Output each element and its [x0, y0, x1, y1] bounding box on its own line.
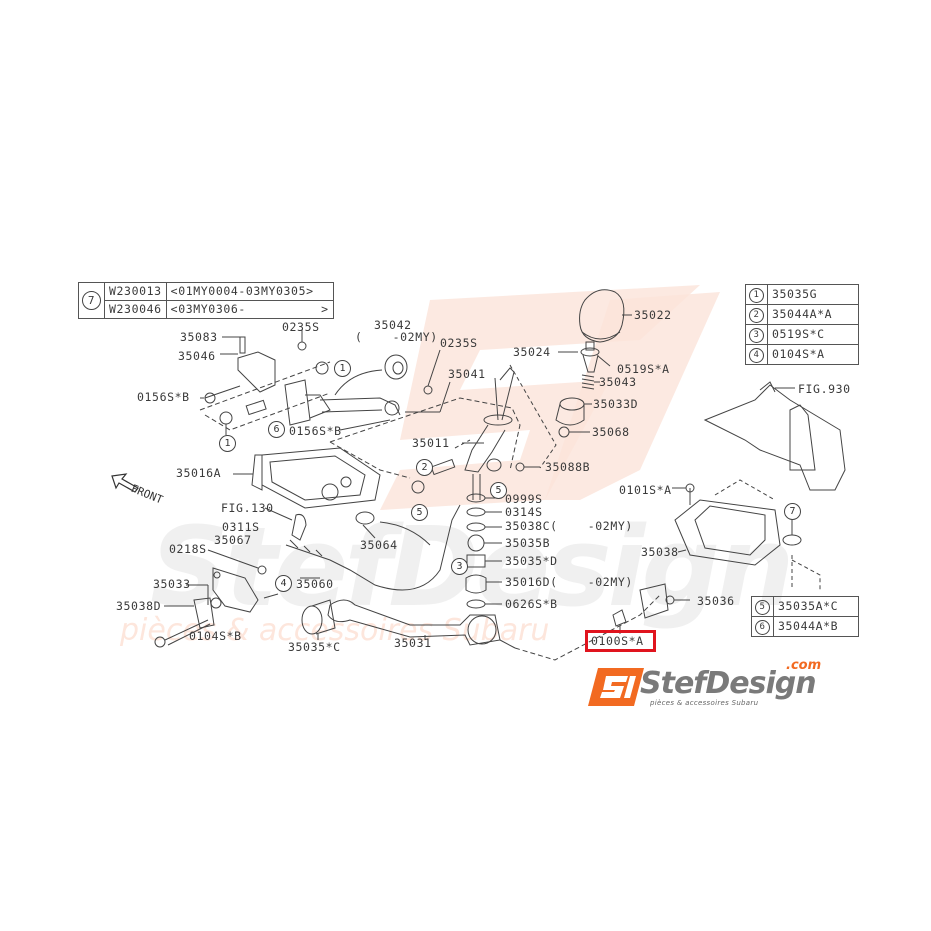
legend-part: 35044A*A	[767, 304, 859, 325]
callout-1: 1	[219, 435, 236, 452]
part-label-35068: 35068	[592, 425, 630, 439]
part-label-0626SB: 0626S*B	[505, 597, 558, 611]
legend-part: 0519S*C	[767, 324, 859, 345]
callout-marker: 2	[749, 308, 764, 323]
callout-marker: 4	[749, 348, 764, 363]
callout-marker: 7	[82, 291, 101, 310]
part-label-35067: 35067	[214, 533, 252, 547]
callout-6: 6	[268, 421, 285, 438]
part-label-35043: 35043	[599, 375, 637, 389]
callout-5: 5	[490, 482, 507, 499]
callout-7: 7	[784, 503, 801, 520]
part-label-0100SA: 0100S*A	[591, 634, 644, 648]
logo-wordmark: StefDesign	[640, 666, 817, 701]
part-label-35064: 35064	[360, 538, 398, 552]
callout-7-cell: 7	[78, 282, 105, 319]
part-label-0519SA: 0519S*A	[617, 362, 670, 376]
part-label-35038C: 35038C( -02MY)	[505, 519, 633, 533]
part-label-35038: 35038	[641, 545, 679, 559]
part-label-0156SB: 0156S*B	[137, 390, 190, 404]
sd-logo-mark-icon	[588, 668, 644, 706]
part-label-0104SB: 0104S*B	[189, 629, 242, 643]
callout-marker: 3	[749, 328, 764, 343]
part-label-35033D: 35033D	[593, 397, 639, 411]
part-label-35024: 35024	[513, 345, 551, 359]
callout-3: 3	[451, 558, 468, 575]
part-label-35022: 35022	[634, 308, 672, 322]
legend-grommet-variants: 7 W230013 <01MY0004-03MY0305> W230046 <0…	[78, 282, 334, 319]
callout-4: 4	[275, 575, 292, 592]
logo-tagline: pièces & accessoires Subaru	[650, 699, 759, 707]
part-label-0235S: 0235S	[282, 320, 320, 334]
part-label-35031: 35031	[394, 636, 432, 650]
callout-2: 2	[416, 459, 433, 476]
part-label-35060: 35060	[296, 577, 334, 591]
part-label-0101SA: 0101S*A	[619, 483, 672, 497]
part-label-FIG930: FIG.930	[798, 382, 851, 396]
part-label-35016D: 35016D( -02MY)	[505, 575, 633, 589]
callout-1: 1	[334, 360, 351, 377]
part-label-35036: 35036	[697, 594, 735, 608]
part-label-35035D: 35035*D	[505, 554, 558, 568]
part-label-35038D: 35038D	[116, 599, 162, 613]
callout-5: 5	[411, 504, 428, 521]
part-label-35042-note: ( -02MY)	[355, 330, 438, 344]
svg-text:pièces & accessoires Subaru: pièces & accessoires Subaru	[119, 613, 549, 648]
part-label-0156SB-b: 0156S*B	[289, 424, 342, 438]
legend-part: 35044A*B	[773, 616, 859, 637]
part-label-FIG130: FIG.130	[221, 501, 274, 515]
logo-domain: .com	[786, 658, 822, 673]
legend-part: 35035G	[767, 284, 859, 305]
legend-part: W230046	[104, 300, 167, 319]
callout-marker: 6	[755, 620, 770, 635]
part-label-35083: 35083	[180, 330, 218, 344]
callout-marker: 5	[755, 600, 770, 615]
highlighted-part-box	[585, 630, 656, 652]
front-arrow-icon	[111, 473, 139, 493]
part-label-35042: 35042	[374, 318, 412, 332]
part-label-35035B: 35035B	[505, 536, 551, 550]
callout-marker: 1	[749, 288, 764, 303]
part-label-35046: 35046	[178, 349, 216, 363]
legend-part: 35035A*C	[773, 596, 859, 617]
shift-knob-icon	[579, 289, 625, 343]
stefdesign-logo: StefDesign .com pièces & accessoires Sub…	[588, 658, 848, 716]
part-label-35033: 35033	[153, 577, 191, 591]
legend-part: 0104S*A	[767, 344, 859, 365]
part-label-0314S: 0314S	[505, 505, 543, 519]
part-label-35035C: 35035*C	[288, 640, 341, 654]
part-label-0218S: 0218S	[169, 542, 207, 556]
legend-part: W230013	[104, 282, 167, 301]
part-label-0999S: 0999S	[505, 492, 543, 506]
part-label-35011: 35011	[412, 436, 450, 450]
legend-range: <03MY0306- >	[165, 300, 334, 319]
part-label-0311S: 0311S	[222, 520, 260, 534]
part-label-35041: 35041	[448, 367, 486, 381]
legend-range: <01MY0004-03MY0305>	[165, 282, 334, 301]
part-label-35088B: 35088B	[545, 460, 591, 474]
part-label-0235S-b: 0235S	[440, 336, 478, 350]
part-label-35016A: 35016A	[176, 466, 222, 480]
